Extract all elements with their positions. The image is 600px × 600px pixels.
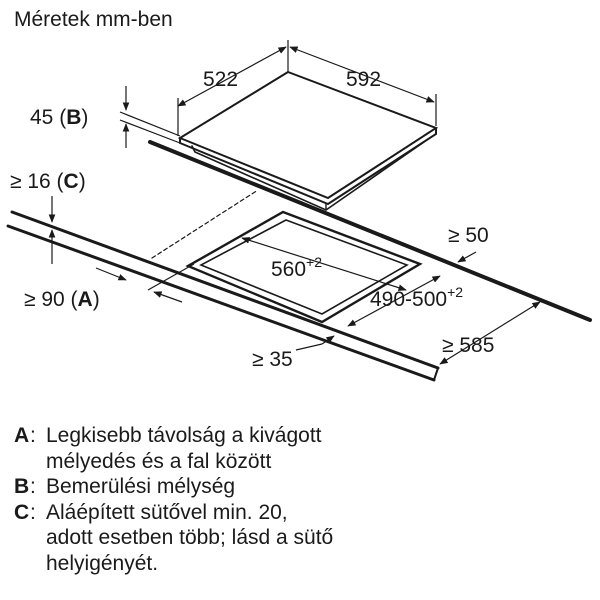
- label-worktop-585: ≥ 585: [442, 334, 494, 357]
- label-16-c: ≥ 16 (C): [10, 170, 86, 193]
- hob: [177, 70, 439, 211]
- dim-522-line: [177, 46, 287, 107]
- dimension-lines: [48, 40, 541, 365]
- worktop-left-top-edge: [10, 210, 440, 370]
- worktop-left-bottom-edge: [6, 224, 436, 382]
- hob-top-plate: [177, 70, 439, 200]
- dim-585-line: [439, 301, 541, 365]
- worktop: [6, 140, 592, 382]
- hob-body: [191, 141, 425, 211]
- dim-592-line: [289, 46, 435, 103]
- label-45-b: 45 (B): [30, 106, 88, 129]
- hidden-line: [151, 189, 259, 259]
- dim-490-line: [347, 275, 441, 327]
- label-522: 522: [203, 68, 238, 91]
- label-560: 560+2: [271, 254, 322, 281]
- dim-560-line: [241, 237, 407, 291]
- label-490-500: 490-500+2: [370, 284, 463, 311]
- label-side-35: ≥ 35: [252, 348, 293, 371]
- label-90-a: ≥ 90 (A): [24, 288, 100, 311]
- legend-item-b: B: Bemerülési mélység: [14, 475, 236, 498]
- hob-plate-edge: [179, 127, 437, 206]
- diagram-title: Méretek mm-ben: [14, 8, 173, 31]
- label-592: 592: [346, 68, 381, 91]
- legend-item-c: C: Aláépített sütővel min. 20,adott eset…: [14, 500, 334, 575]
- label-rear-50: ≥ 50: [448, 224, 489, 247]
- worktop-rear-edge: [148, 140, 592, 322]
